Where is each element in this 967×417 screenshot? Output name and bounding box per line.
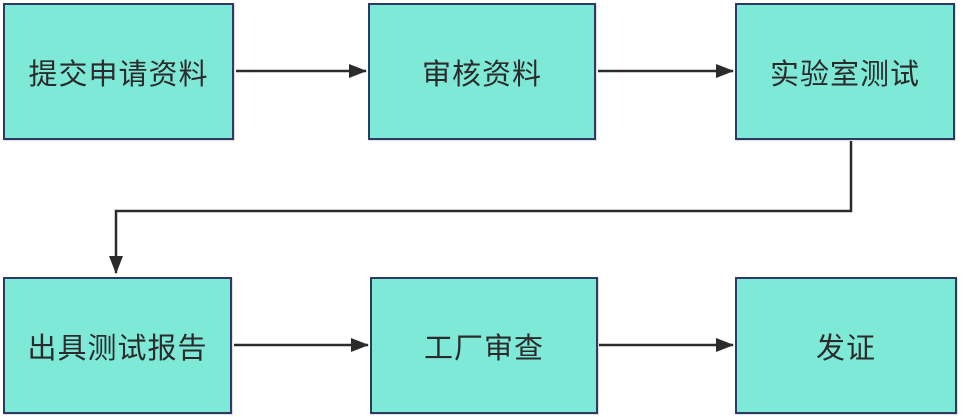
flow-node-issue-certificate: 发证 [735, 277, 957, 414]
node-label: 出具测试报告 [27, 332, 208, 365]
flow-node-lab-testing: 实验室测试 [735, 3, 955, 140]
flow-node-submit-application: 提交申请资料 [3, 3, 234, 140]
flow-node-factory-audit: 工厂审查 [370, 277, 598, 414]
node-label: 工厂审查 [423, 332, 544, 365]
node-label: 发证 [815, 332, 876, 365]
flow-node-issue-test-report: 出具测试报告 [3, 277, 232, 414]
arrow-labtest-to-report [109, 141, 853, 274]
flow-node-review-materials: 审核资料 [368, 3, 596, 140]
node-label: 实验室测试 [769, 58, 920, 91]
node-label: 审核资料 [421, 58, 542, 91]
node-label: 提交申请资料 [28, 58, 209, 91]
